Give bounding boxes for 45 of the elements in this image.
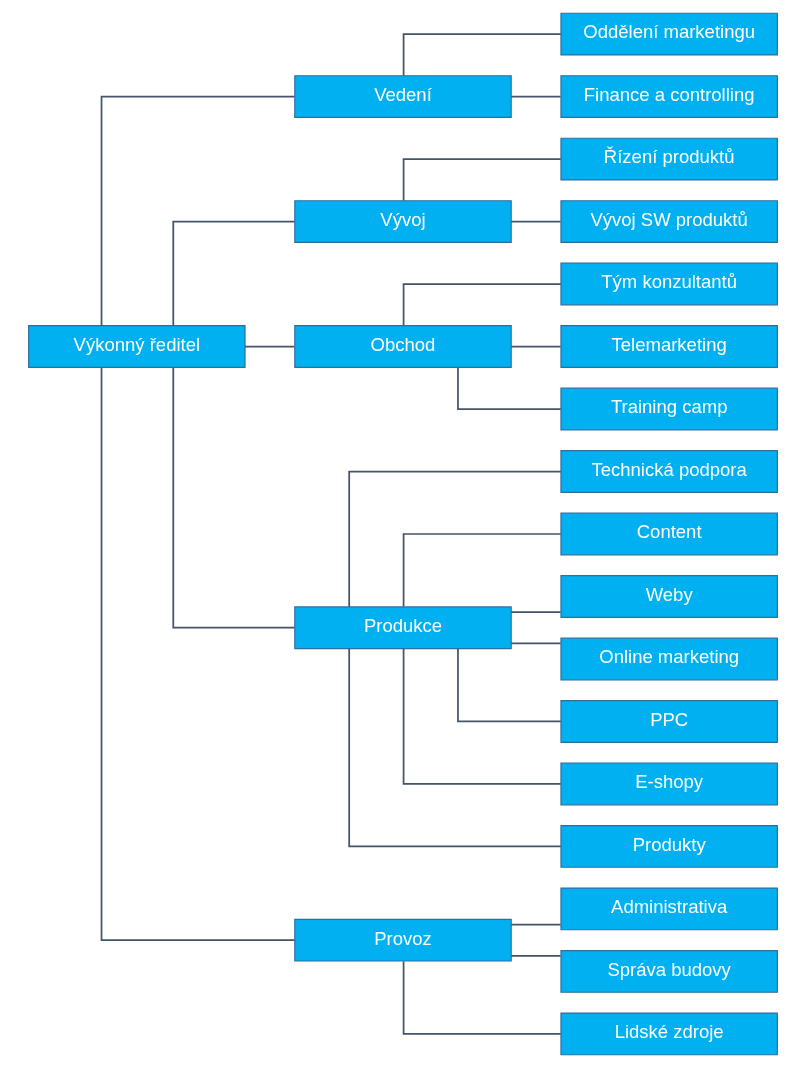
connector — [402, 158, 562, 202]
node-box: Výkonný ředitel — [27, 325, 246, 368]
node-box: Online marketing — [559, 637, 778, 681]
connector — [402, 283, 562, 327]
node-box: Správa budovy — [559, 950, 778, 993]
node-box: Content — [559, 512, 778, 556]
connector — [509, 345, 561, 348]
node-box: Vývoj SW produktů — [559, 200, 778, 243]
connector — [509, 642, 561, 645]
connector — [171, 220, 295, 327]
connector — [509, 220, 561, 223]
connector — [347, 647, 562, 848]
connector — [100, 366, 295, 942]
node-box: Telemarketing — [559, 325, 778, 368]
connector — [456, 648, 562, 723]
connector — [402, 647, 562, 785]
node-box: E-shopy — [559, 762, 778, 806]
connector — [509, 611, 561, 613]
node-box: Finance a controlling — [559, 75, 778, 118]
connector — [347, 470, 562, 608]
connector — [456, 366, 562, 410]
node-box: Produkty — [559, 825, 778, 868]
node-box: Vývoj — [293, 200, 512, 243]
connector — [509, 923, 561, 926]
node-box: Weby — [559, 575, 778, 618]
node-box: Produkce — [293, 606, 512, 650]
node-box: Training camp — [559, 387, 778, 431]
connector — [509, 95, 561, 98]
connector — [402, 33, 562, 77]
node-box: Lidské zdroje — [559, 1012, 778, 1056]
node-box: Administrativa — [559, 887, 778, 931]
connector — [509, 954, 561, 957]
connector — [402, 533, 562, 608]
node-box: Řízení produktů — [559, 137, 778, 181]
node-box: PPC — [559, 700, 778, 743]
connector — [100, 95, 295, 327]
node-box: Tým konzultantů — [559, 262, 778, 306]
node-box: Oddělení marketingu — [559, 12, 778, 56]
node-box: Obchod — [293, 325, 512, 368]
connector — [402, 960, 562, 1035]
node-box: Vedení — [293, 75, 512, 118]
connector — [171, 366, 295, 629]
node-box: Technická podpora — [559, 450, 778, 493]
node-box: Provoz — [293, 918, 512, 962]
connector — [243, 345, 295, 348]
